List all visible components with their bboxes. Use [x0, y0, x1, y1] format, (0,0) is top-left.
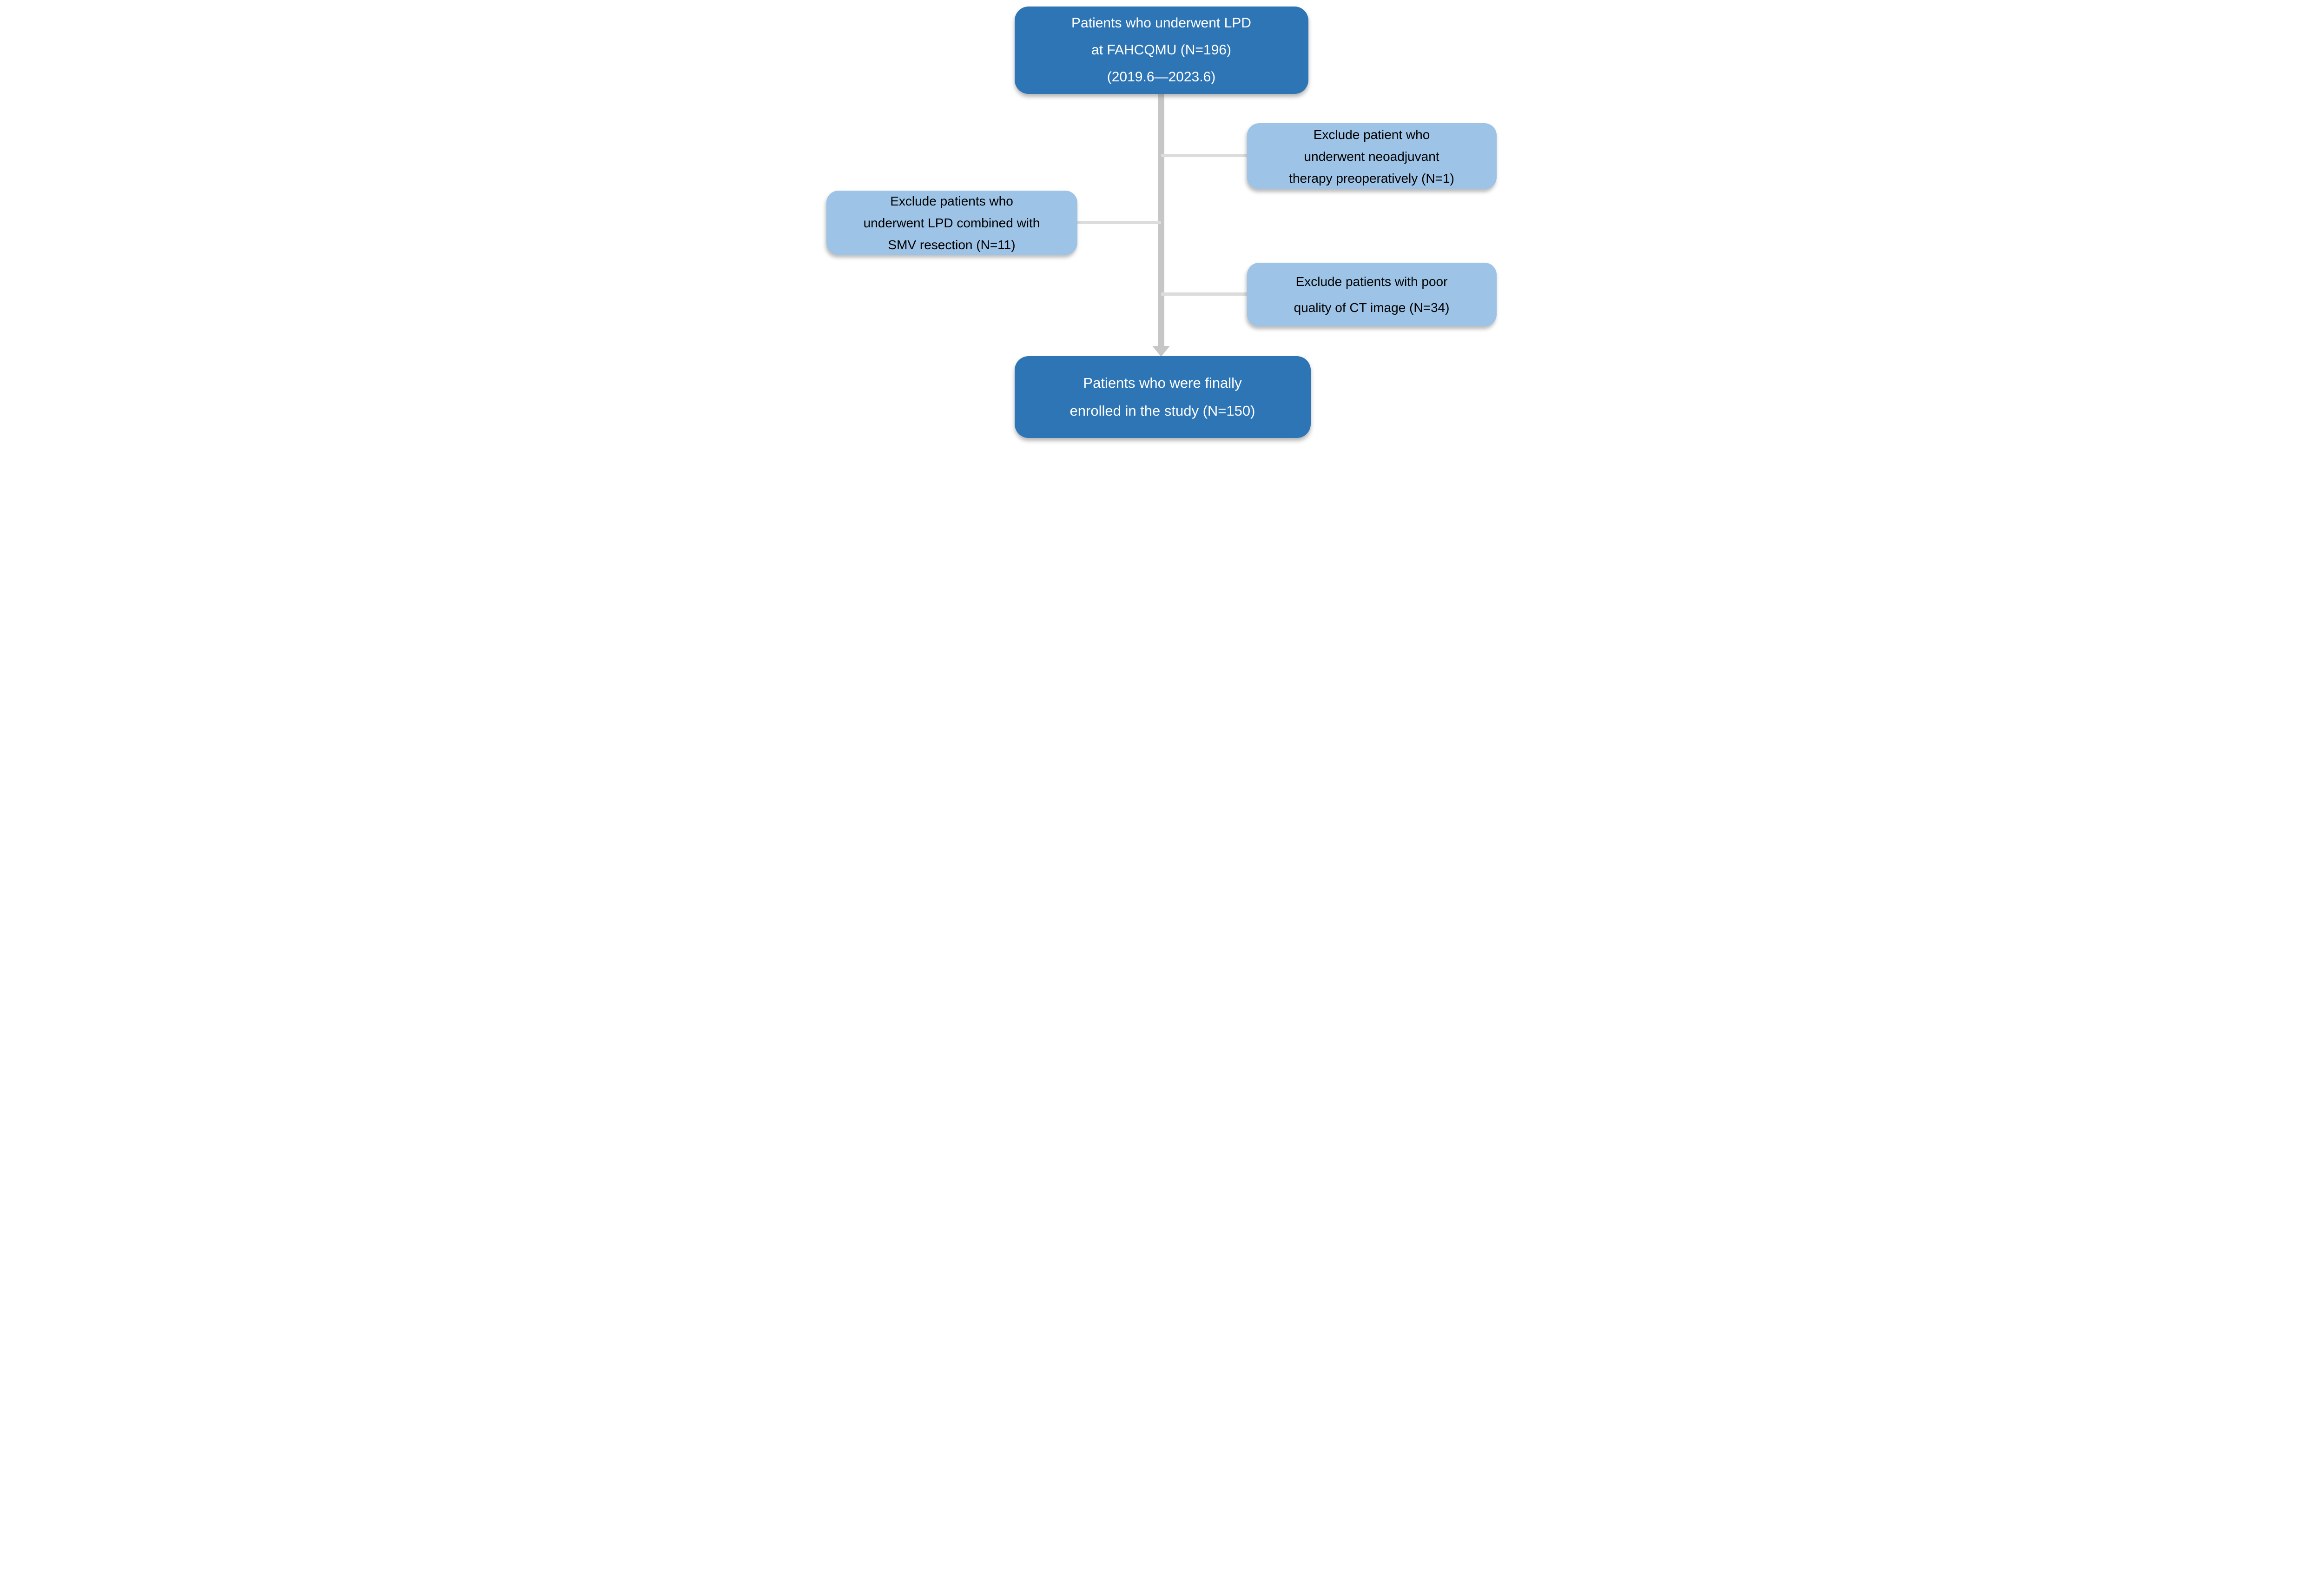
text-line: underwent neoadjuvant: [1304, 149, 1439, 164]
text-line: Patients who underwent LPD: [1071, 15, 1251, 31]
connector-branch-smv: [1076, 221, 1161, 224]
text-line: (2019.6—2023.6): [1107, 69, 1216, 85]
text-line: therapy preoperatively (N=1): [1289, 171, 1454, 186]
text-line: Exclude patients with poor: [1295, 274, 1448, 289]
text-line: enrolled in the study (N=150): [1070, 403, 1255, 419]
flow-diagram: Patients who underwent LPD at FAHCQMU (N…: [803, 0, 1521, 446]
text-line: Exclude patients who: [890, 193, 1013, 208]
connector-branch-ct: [1161, 292, 1247, 296]
box-exclusion-ct: Exclude patients with poor quality of CT…: [1247, 263, 1497, 326]
box-exclusion-smv: Exclude patients who underwent LPD combi…: [826, 191, 1077, 255]
box-final-cohort: Patients who were finally enrolled in th…: [1014, 356, 1311, 438]
text-line: at FAHCQMU (N=196): [1091, 42, 1231, 58]
text-line: quality of CT image (N=34): [1294, 300, 1450, 315]
connector-trunk: [1157, 93, 1164, 347]
text-line: SMV resection (N=11): [888, 237, 1016, 252]
text-line: Exclude patient who: [1313, 127, 1430, 142]
box-initial-cohort: Patients who underwent LPD at FAHCQMU (N…: [1014, 7, 1308, 94]
text-line: underwent LPD combined with: [863, 215, 1040, 230]
text-line: Patients who were finally: [1083, 375, 1242, 391]
box-exclusion-neoadjuvant: Exclude patient who underwent neoadjuvan…: [1247, 123, 1497, 189]
arrowhead-down-icon: [1152, 346, 1170, 357]
connector-branch-neoadjuvant: [1161, 154, 1247, 157]
